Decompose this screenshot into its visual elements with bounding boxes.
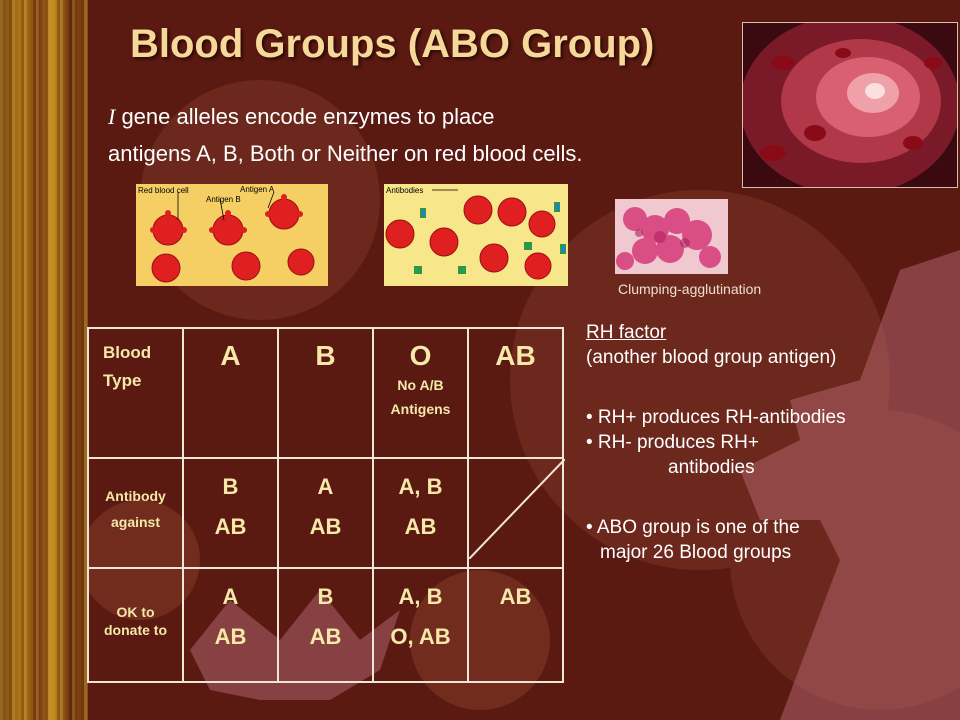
intro-text: I gene alleles encode enzymes to place a… bbox=[108, 98, 748, 172]
clumping-caption: Clumping-agglutination bbox=[618, 281, 762, 297]
bullet-rh-negative: • RH- produces RH+ bbox=[586, 432, 759, 453]
clumping-image bbox=[615, 199, 728, 274]
blood-type-table: Blood Type A B O No A/B Antigens AB Anti… bbox=[87, 327, 565, 683]
antibody-o-line2: AB bbox=[404, 514, 437, 539]
antibody-o-line1: A, B bbox=[398, 474, 443, 499]
header-o-cell: O No A/B Antigens bbox=[372, 327, 469, 459]
antibody-ab-cell bbox=[467, 457, 565, 569]
antibody-b-cell: A AB bbox=[277, 457, 374, 569]
antibody-label-line1: Antibody bbox=[105, 488, 166, 504]
donate-b-cell: B AB bbox=[277, 567, 374, 683]
donate-ab-line1: AB bbox=[499, 584, 532, 609]
intro-line2: antigens A, B, Both or Neither on red bl… bbox=[108, 141, 583, 166]
antibody-b-line2: AB bbox=[309, 514, 342, 539]
table-row: Blood Type A B O No A/B Antigens AB bbox=[87, 327, 564, 459]
donate-a-line1: A bbox=[222, 584, 239, 609]
bullet-rh-negative-cont: antibodies bbox=[668, 457, 755, 478]
slide-title: Blood Groups (ABO Group) bbox=[130, 22, 655, 66]
blood-vessel-image bbox=[742, 22, 958, 188]
donate-label-line2: donate to bbox=[104, 622, 167, 638]
header-b: B bbox=[315, 340, 336, 371]
donate-b-line2: AB bbox=[309, 624, 342, 649]
rbc-label-1: Red blood cell bbox=[138, 186, 189, 195]
intro-line1: gene alleles encode enzymes to place bbox=[115, 104, 495, 129]
table-row: OK to donate to A AB B AB A, B O, AB AB bbox=[87, 567, 564, 683]
rh-description: (another blood group antigen) bbox=[586, 347, 837, 368]
header-label-line1: Blood bbox=[103, 343, 152, 362]
rbc-label-2: Antigen A bbox=[240, 185, 275, 194]
donate-o-line2: O, AB bbox=[390, 624, 451, 649]
header-ab: AB bbox=[495, 340, 536, 371]
donate-o-line1: A, B bbox=[398, 584, 443, 609]
antibody-a-line1: B bbox=[222, 474, 239, 499]
bullet-abo-group-cont: major 26 Blood groups bbox=[600, 542, 792, 563]
bullet-abo-group: • ABO group is one of the bbox=[586, 517, 800, 538]
header-o-sub2: Antigens bbox=[390, 401, 451, 417]
donate-ab-cell: AB bbox=[467, 567, 564, 683]
empty-cell-diagonal bbox=[469, 459, 565, 559]
donate-a-cell: A AB bbox=[182, 567, 279, 683]
antibody-b-line1: A bbox=[317, 474, 334, 499]
header-a: A bbox=[220, 340, 241, 371]
rh-heading: RH factor bbox=[586, 322, 667, 343]
antibody-label-line2: against bbox=[110, 514, 160, 530]
header-o-sub1: No A/B bbox=[397, 377, 444, 393]
header-label-cell: Blood Type bbox=[87, 327, 184, 459]
antibody-label: Antibodies bbox=[386, 186, 423, 195]
header-o: O bbox=[409, 340, 432, 371]
header-a-cell: A bbox=[182, 327, 279, 459]
gene-symbol: I bbox=[108, 104, 116, 129]
antibody-a-line2: AB bbox=[214, 514, 247, 539]
header-label-line2: Type bbox=[103, 371, 142, 390]
donate-label-line1: OK to bbox=[116, 604, 155, 620]
left-decorative-strip bbox=[0, 0, 88, 720]
donate-label-cell: OK to donate to bbox=[87, 567, 184, 683]
header-ab-cell: AB bbox=[467, 327, 564, 459]
rbc-antigen-image: Red blood cell Antigen A Antigen B bbox=[136, 184, 328, 286]
donate-o-cell: A, B O, AB bbox=[372, 567, 469, 683]
table-row: Antibody against B AB A AB A, B AB bbox=[87, 457, 565, 569]
antibody-label-cell: Antibody against bbox=[87, 457, 184, 569]
donate-b-line1: B bbox=[317, 584, 334, 609]
antibody-a-cell: B AB bbox=[182, 457, 279, 569]
bullet-rh-positive: • RH+ produces RH-antibodies bbox=[586, 407, 846, 428]
donate-a-line2: AB bbox=[214, 624, 247, 649]
header-b-cell: B bbox=[277, 327, 374, 459]
rh-factor-notes: RH factor (another blood group antigen) … bbox=[586, 320, 956, 565]
antibody-image: Antibodies bbox=[384, 184, 568, 286]
rbc-label-3: Antigen B bbox=[206, 195, 241, 204]
antibody-o-cell: A, B AB bbox=[372, 457, 469, 569]
